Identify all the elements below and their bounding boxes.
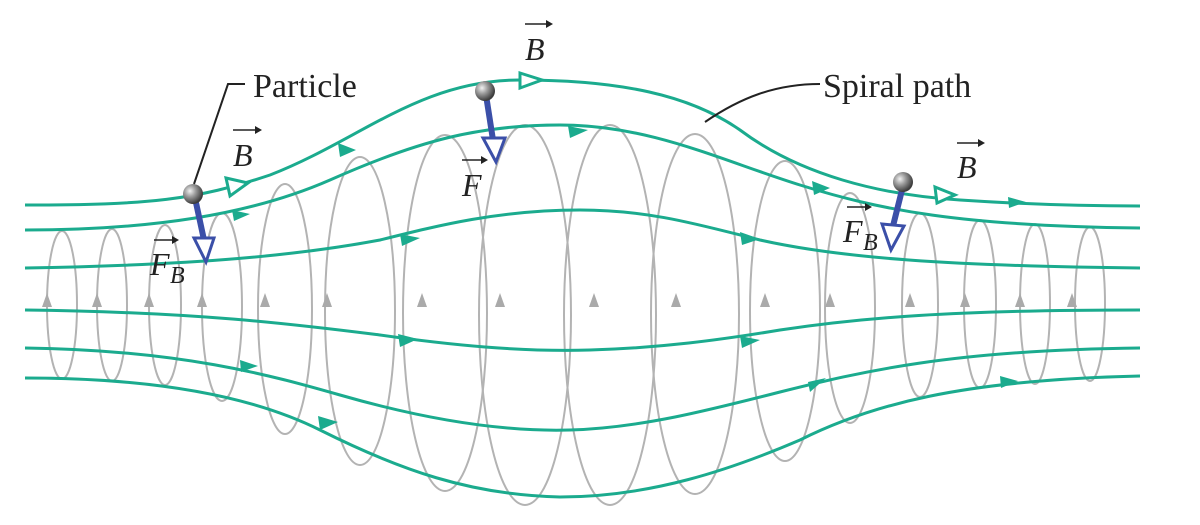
field-arrow-icon bbox=[808, 378, 826, 392]
spiral-loop bbox=[1019, 223, 1051, 385]
field-line bbox=[24, 346, 1141, 432]
field-arrow-icon bbox=[1008, 197, 1026, 208]
f-symbol: F bbox=[461, 167, 482, 203]
hollow-arrow-icon bbox=[224, 176, 252, 199]
b-vector-label-right: B bbox=[957, 139, 985, 185]
particles bbox=[183, 81, 913, 204]
particle-icon bbox=[183, 184, 203, 204]
spiral-loop bbox=[650, 133, 740, 495]
b-vector-label-left: B bbox=[233, 126, 262, 173]
spiral-arrow-icon bbox=[905, 293, 915, 307]
field-arrow-icon bbox=[812, 181, 830, 195]
spiral-arrow-icon bbox=[144, 293, 154, 307]
spiral-loop bbox=[46, 230, 78, 380]
spiral-path-label: Spiral path bbox=[823, 68, 971, 105]
field-arrow-icon bbox=[398, 334, 418, 347]
spiral-loop bbox=[478, 124, 572, 506]
b-symbol: B bbox=[525, 31, 545, 67]
field-arrow-icon bbox=[338, 143, 356, 157]
spiral-loop bbox=[824, 192, 876, 424]
spiral-arrow-icon bbox=[825, 293, 835, 307]
spiral-arrow-icon bbox=[42, 293, 52, 307]
spiral-arrow-icon bbox=[671, 293, 681, 307]
f-symbol: F bbox=[149, 246, 170, 282]
field-line bbox=[24, 308, 1141, 352]
field-arrow-icon bbox=[232, 210, 250, 221]
field-arrow-icon bbox=[318, 416, 338, 430]
spiral-loop bbox=[402, 134, 488, 492]
force-arrow bbox=[483, 94, 496, 141]
spiral-loop bbox=[96, 228, 128, 382]
spiral-arrow-icon bbox=[417, 293, 427, 307]
spiral-loop bbox=[324, 156, 396, 466]
hollow-arrow-icon bbox=[933, 184, 959, 206]
f-vector-label-top: F bbox=[461, 156, 488, 203]
field-arrow-icon bbox=[1000, 376, 1018, 388]
particle-label: Particle bbox=[253, 68, 357, 105]
force-arrow bbox=[192, 197, 207, 241]
field-direction-arrows bbox=[232, 126, 1026, 430]
spiral-arrow-icon bbox=[197, 293, 207, 307]
spiral-arrow-icon bbox=[760, 293, 770, 307]
b-symbol: B bbox=[957, 149, 977, 185]
spiral-arrow-icon bbox=[1015, 293, 1025, 307]
field-arrow-icon bbox=[240, 360, 258, 372]
spiral-arrow-icon bbox=[495, 293, 505, 307]
spiral-loop bbox=[563, 124, 657, 506]
f-symbol: F bbox=[842, 213, 863, 249]
fb-vector-label-left: F B bbox=[149, 236, 185, 289]
spiral-loop bbox=[257, 183, 313, 435]
force-vectors bbox=[191, 94, 907, 266]
fb-vector-label-right: F B bbox=[842, 203, 878, 256]
f-subscript: B bbox=[863, 230, 878, 256]
spiral-arrow-icon bbox=[960, 293, 970, 307]
particle-icon bbox=[893, 172, 913, 192]
force-arrow-head-icon bbox=[480, 136, 508, 166]
field-line bbox=[24, 208, 1141, 270]
b-direction-markers bbox=[224, 70, 959, 206]
spiral-arrow-icon bbox=[1067, 293, 1077, 307]
particle-leader-line bbox=[193, 83, 245, 185]
spiral-arrow-icon bbox=[589, 293, 599, 307]
spiral-loop bbox=[749, 160, 821, 462]
field-line bbox=[24, 374, 1141, 499]
force-arrow-head-icon bbox=[879, 222, 907, 254]
field-arrow-icon bbox=[740, 336, 760, 348]
spiral-loop bbox=[1074, 226, 1106, 382]
f-subscript: B bbox=[170, 263, 185, 289]
b-vector-label-top: B bbox=[525, 20, 553, 67]
force-arrow bbox=[890, 189, 905, 227]
hollow-arrow-icon bbox=[518, 70, 547, 91]
field-arrow-icon bbox=[400, 234, 420, 246]
spiral-direction-arrows bbox=[42, 293, 1077, 307]
b-symbol: B bbox=[233, 137, 253, 173]
spiral-arrow-icon bbox=[322, 293, 332, 307]
particle-icon bbox=[475, 81, 495, 101]
force-arrow-head-icon bbox=[191, 236, 217, 266]
field-arrow-icon bbox=[740, 232, 760, 245]
spiral-arrow-icon bbox=[260, 293, 270, 307]
spiral-path-leader-line bbox=[704, 83, 821, 123]
spiral-arrow-icon bbox=[92, 293, 102, 307]
field-arrow-icon bbox=[568, 126, 588, 138]
